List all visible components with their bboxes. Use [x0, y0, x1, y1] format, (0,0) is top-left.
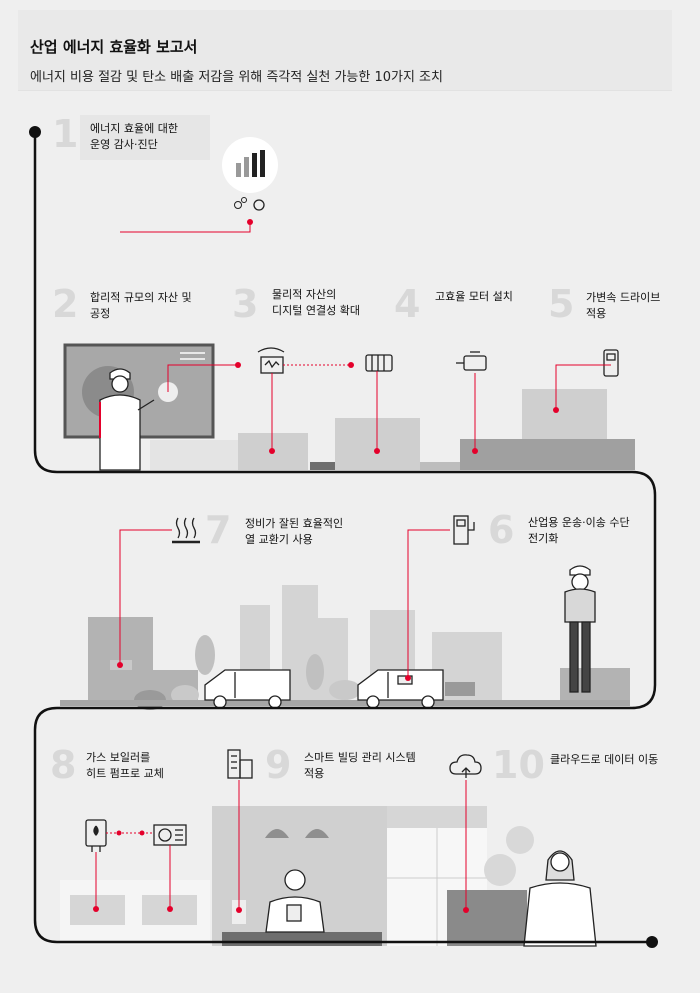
cloud-upload-icon [449, 754, 482, 778]
step-6-number: 6 [488, 508, 515, 552]
van-1 [204, 669, 291, 709]
efficient-motor-icon [456, 351, 487, 371]
ev-charger-icon [453, 515, 475, 545]
step-4-label: 고효율 모터 설치 [435, 290, 513, 303]
step-3-number: 3 [232, 282, 259, 326]
step-7-number: 7 [205, 508, 232, 552]
step-1-number: 1 [52, 112, 79, 156]
step-2-number: 2 [52, 282, 79, 326]
step-8-number: 8 [50, 743, 77, 787]
step-4-number: 4 [394, 282, 421, 326]
worker-figure-9 [265, 869, 325, 933]
factory-row-1 [150, 389, 635, 470]
step-10-number: 10 [492, 743, 545, 787]
page-title: 산업 에너지 효율화 보고서 [30, 38, 198, 56]
drive-icon [603, 349, 619, 377]
path-start-dot [29, 126, 41, 138]
worker-figure-10 [523, 850, 597, 947]
building-icon [227, 749, 253, 779]
red-connectors [95, 222, 611, 910]
van-2 [357, 669, 444, 709]
step-10-label: 클라우드로 데이터 이동 [550, 753, 659, 766]
heat-pump-icon [153, 824, 187, 846]
refresh-icon [253, 199, 265, 211]
connected-motor-icon [257, 347, 285, 374]
page-subtitle: 에너지 비용 절감 및 탄소 배출 저감을 위해 즉각적 실천 가능한 10가지… [30, 70, 443, 85]
path-end-dot [646, 936, 658, 948]
heat-exchanger-icon [172, 517, 200, 544]
step-9-number: 9 [265, 743, 292, 787]
header: 산업 에너지 효율화 보고서 에너지 비용 절감 및 탄소 배출 저감을 위해 … [18, 10, 672, 91]
boiler-icon [85, 819, 107, 852]
motor-icon [365, 354, 393, 372]
worker-figure-6 [564, 565, 596, 693]
journey-path [33, 132, 657, 944]
step-5-number: 5 [548, 282, 575, 326]
gears-icon [234, 197, 247, 209]
city-skyline [60, 585, 630, 710]
worker-figure-2 [99, 368, 155, 471]
bar-chart-icon [222, 137, 278, 193]
red-dots [93, 219, 559, 913]
